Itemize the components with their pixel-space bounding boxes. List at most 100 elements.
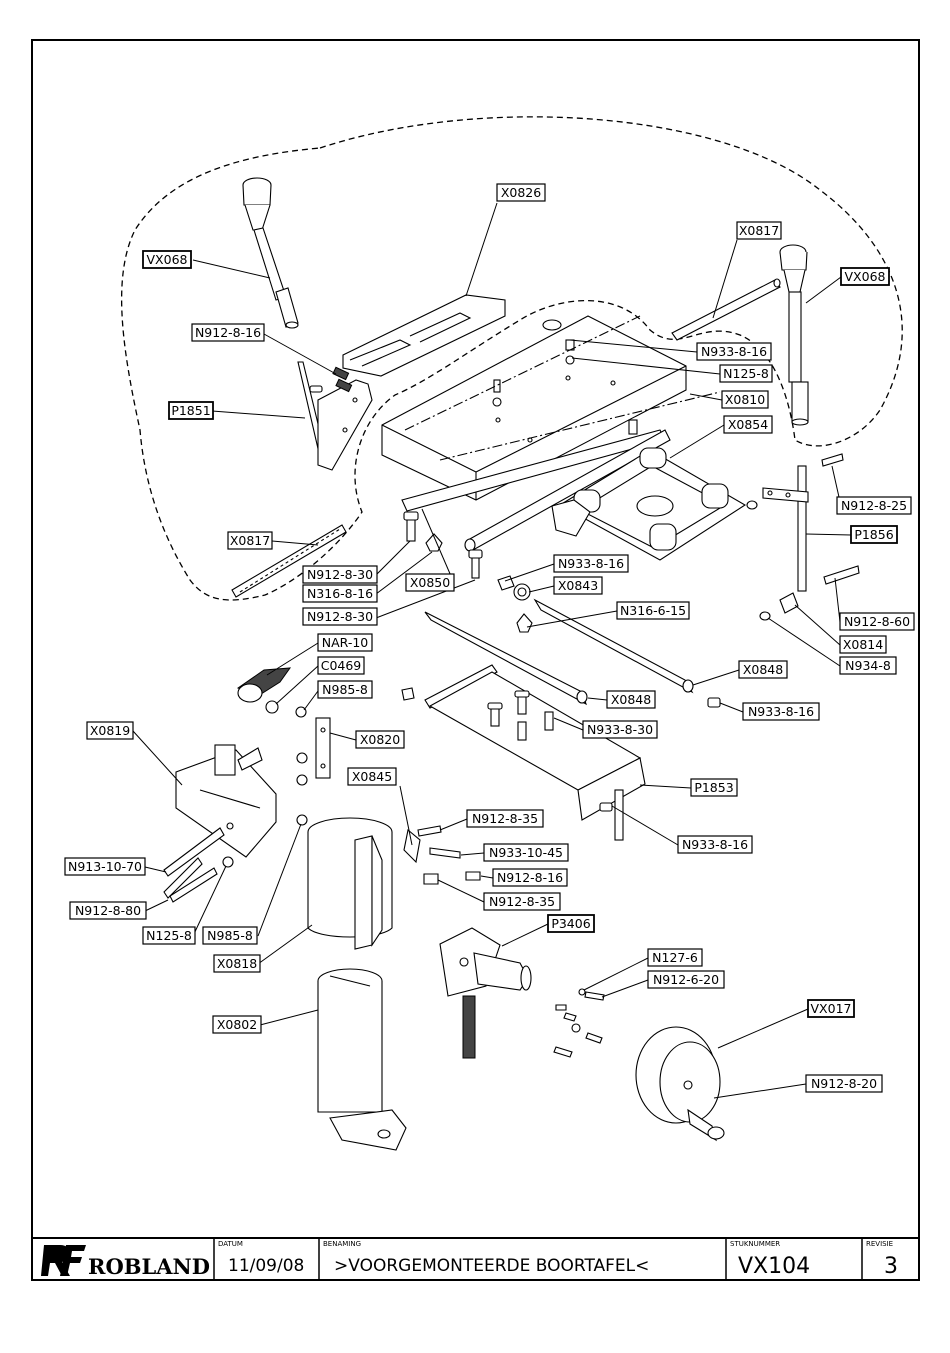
rods-x0848	[424, 598, 721, 708]
callout-box	[696, 342, 772, 361]
callout-box	[677, 835, 753, 854]
callout-box	[212, 1015, 262, 1034]
callout-label: N933-8-16	[742, 702, 820, 721]
callout-label: X0843	[553, 576, 603, 595]
callout-text: N933-8-16	[682, 837, 748, 852]
callout-text: X0848	[743, 662, 783, 677]
callout-text: P1856	[854, 527, 893, 542]
callout-box	[839, 612, 915, 631]
callout-label: N127-6	[647, 948, 703, 967]
callout-text: N933-8-16	[748, 704, 814, 719]
callout-text: N934-8	[845, 658, 891, 673]
callout-box	[227, 531, 273, 550]
callout-label: N934-8	[839, 656, 897, 675]
callout-label: N912-8-20	[805, 1074, 883, 1093]
callout-label: N933-8-16	[553, 554, 629, 573]
shaft-x0850	[401, 429, 671, 579]
callout-text: N127-6	[652, 950, 698, 965]
callout-box	[736, 221, 782, 240]
callout-text: N933-10-45	[489, 845, 563, 860]
callout-box	[302, 565, 378, 584]
callout-label: X0845	[347, 767, 397, 786]
callout-box	[347, 767, 397, 786]
callout-box	[213, 954, 261, 973]
callout-box	[492, 868, 568, 887]
callout-text: VX017	[811, 1001, 852, 1016]
tray-plate	[342, 294, 506, 377]
callout-text: N316-6-15	[620, 603, 686, 618]
callout-text: C0469	[321, 658, 362, 673]
callout-label: P1851	[168, 401, 214, 420]
callout-text: N913-10-70	[68, 859, 142, 874]
callout-box	[606, 690, 656, 709]
callout-text: N933-8-30	[587, 722, 653, 737]
revisie-label: REVISIE	[866, 1240, 893, 1248]
callout-box	[466, 809, 544, 828]
callout-label: VX068	[840, 267, 890, 286]
datum-label: DATUM	[218, 1240, 243, 1248]
callout-text: VX068	[147, 252, 188, 267]
callout-text: N985-8	[207, 928, 253, 943]
callout-labels: X0826X0817VX068VX068N912-8-16N933-8-16N1…	[64, 183, 915, 1093]
callout-text: N912-8-16	[195, 325, 261, 340]
callout-box	[553, 576, 603, 595]
callout-text: X0848	[611, 692, 651, 707]
callout-label: N912-8-30	[302, 565, 378, 584]
callout-text: N912-8-30	[307, 609, 373, 624]
revisie-value: 3	[884, 1254, 898, 1279]
callout-box	[317, 633, 373, 652]
callout-text: N912-8-30	[307, 567, 373, 582]
bracket-right	[746, 453, 860, 621]
callout-text: N125-8	[723, 366, 769, 381]
datum-value: 11/09/08	[228, 1256, 304, 1276]
callout-box	[483, 843, 569, 862]
callout-text: P1851	[171, 403, 210, 418]
plate-x0820	[296, 717, 331, 826]
callout-text: N912-8-35	[472, 811, 538, 826]
callout-label: N985-8	[202, 926, 258, 945]
callout-label: N912-8-25	[836, 496, 912, 515]
callout-text: N912-8-20	[811, 1076, 877, 1091]
callout-text: X0819	[90, 723, 130, 738]
callout-box	[302, 607, 378, 626]
callout-box	[405, 573, 455, 592]
callout-label: N912-8-16	[191, 323, 265, 342]
callout-label: X0820	[355, 730, 405, 749]
frame-x0854	[551, 419, 747, 561]
callout-text: X0843	[558, 578, 598, 593]
callout-box	[836, 496, 912, 515]
frame-p1853	[424, 664, 646, 841]
callout-label: P3406	[547, 914, 595, 933]
callout-label: X0817	[736, 221, 782, 240]
handle-lever-left	[242, 177, 299, 329]
callout-text: X0810	[725, 392, 765, 407]
callout-label: N985-8	[317, 680, 373, 699]
gearbox-p3406	[439, 927, 532, 1059]
parts-layer	[163, 177, 860, 1151]
callout-label: N125-8	[142, 926, 196, 945]
callout-label: X0848	[606, 690, 656, 709]
callout-box	[723, 415, 773, 434]
callout-text: P1853	[694, 780, 733, 795]
callout-label: NAR-10	[317, 633, 373, 652]
callout-box	[64, 857, 146, 876]
callout-text: N933-8-16	[701, 344, 767, 359]
rod-lower	[231, 524, 347, 598]
callout-box	[547, 914, 595, 933]
callout-label: N316-6-15	[616, 601, 690, 620]
callout-label: X0810	[721, 390, 769, 409]
callout-box	[719, 364, 773, 383]
callout-box	[317, 656, 365, 675]
bearing-group	[497, 575, 533, 633]
callout-label: VX068	[142, 250, 192, 269]
callout-text: X0817	[739, 223, 779, 238]
column-x0802	[317, 968, 407, 1151]
callout-box	[496, 183, 546, 202]
robland-logo: ROBLAND	[41, 1245, 210, 1279]
callout-box	[355, 730, 405, 749]
benaming-value: >VOORGEMONTEERDE BOORTAFEL<	[334, 1256, 649, 1276]
callout-box	[142, 926, 196, 945]
callout-box	[850, 525, 898, 544]
callout-label: X0818	[213, 954, 261, 973]
